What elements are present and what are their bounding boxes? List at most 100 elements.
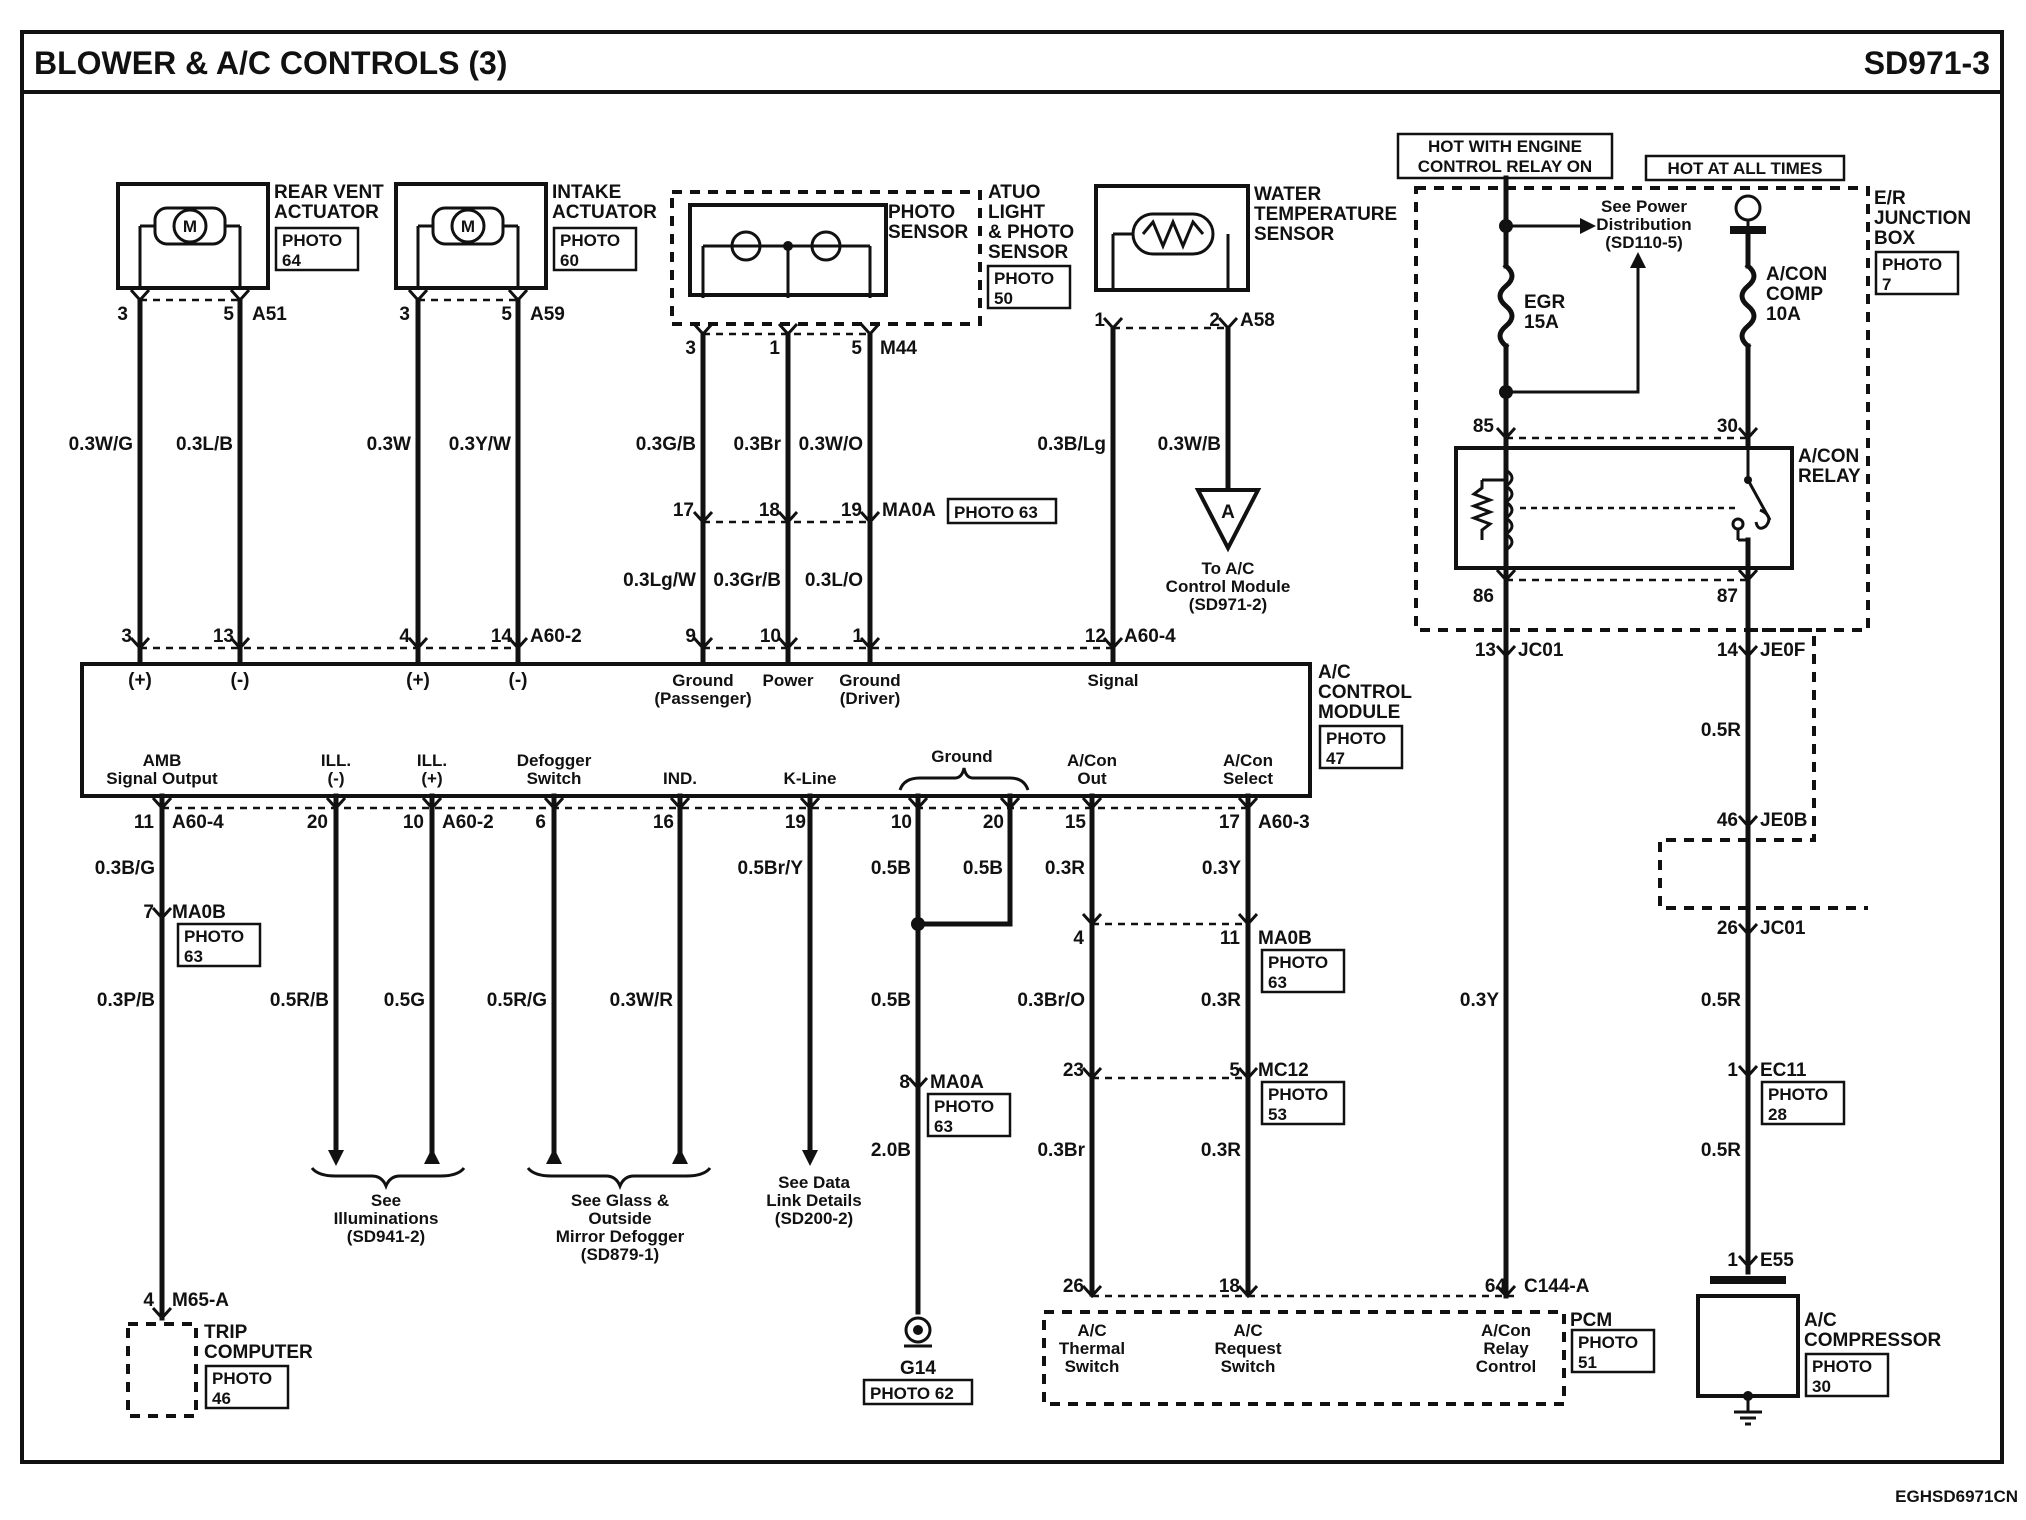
photo-sensor-name1: ATUO: [988, 182, 1040, 203]
pin-chevron: [907, 1076, 929, 1091]
connector-m44: 3 1 5 M44: [685, 338, 917, 359]
m44-pin-3: 3: [685, 338, 696, 359]
wire-2.0b: 2.0B: [871, 1140, 911, 1161]
svg-text:M: M: [461, 217, 475, 236]
module-defogger: Defogger: [517, 751, 592, 770]
pin-chevron: [1102, 316, 1124, 331]
photo-sensor-label1: PHOTO: [888, 202, 955, 223]
water-temp-name2: TEMPERATURE: [1254, 204, 1397, 225]
bottom-wires: [159, 793, 1251, 1321]
pin-chevron: [859, 510, 881, 525]
jc01-mid-label: JC01: [1760, 918, 1806, 939]
connector-ec11: 1 EC11 PHOTO 28: [1727, 1060, 1846, 1126]
pcm-thermal-1: A/C: [1077, 1321, 1106, 1340]
module-photo-number: 47: [1326, 749, 1345, 768]
see-data-1: See Data: [778, 1173, 850, 1192]
pcm-thermal-3: Switch: [1065, 1357, 1120, 1376]
photo-sensor: PHOTO SENSOR ATUO LIGHT & PHOTO SENSOR P…: [670, 182, 1074, 326]
ec11-photo-label: PHOTO: [1768, 1085, 1828, 1104]
e55-label: E55: [1760, 1250, 1794, 1271]
wire-0.3g-b: 0.3G/B: [636, 434, 696, 455]
pin-chevron: [1081, 1066, 1103, 1081]
module-acon-select: A/Con: [1223, 751, 1273, 770]
wire-0.3b-lg: 0.3B/Lg: [1037, 434, 1106, 455]
pin-chevron: [507, 636, 529, 651]
pin-chevron: [1217, 316, 1239, 331]
photo-sensor-label2: SENSOR: [888, 222, 969, 243]
module-plus-2: (+): [406, 670, 430, 691]
see-ill-2: Illuminations: [334, 1209, 439, 1228]
wire-0.3y-pcm: 0.3Y: [1460, 990, 1499, 1011]
see-power-1: See Power: [1601, 197, 1687, 216]
relay-pin-85: 85: [1473, 416, 1495, 437]
module-ill-pos: ILL.: [417, 751, 447, 770]
wire-0.3w-b: 0.3W/B: [1158, 434, 1221, 455]
to-ac-control-module-ref: A To A/C Control Module (SD971-2): [1166, 488, 1290, 614]
water-temperature-sensor: WATER TEMPERATURE SENSOR: [1094, 184, 1397, 292]
pin-chevron: [1237, 796, 1259, 811]
ec11-photo-number: 28: [1768, 1105, 1787, 1124]
pcm-connector: C144-A: [1524, 1276, 1590, 1297]
compressor-photo-label: PHOTO: [1812, 1357, 1872, 1376]
connector-pin-markers: [129, 288, 1759, 1321]
a51-pin-5: 5: [223, 304, 234, 325]
module-signal-output: Signal Output: [106, 769, 218, 788]
module-acon-out: A/Con: [1067, 751, 1117, 770]
pin-chevron: [859, 322, 881, 337]
ground-g14-label: G14: [900, 1358, 936, 1379]
wire-0.3y-sel: 0.3Y: [1202, 858, 1241, 879]
a604-pin-12: 12: [1085, 626, 1106, 647]
rear-vent-name1: REAR VENT: [274, 182, 384, 203]
pcm-relay-2: Relay: [1483, 1339, 1529, 1358]
e55-pin: 1: [1727, 1250, 1738, 1271]
pin-chevron: [1495, 644, 1517, 659]
ma0a-low-pin: 8: [899, 1072, 910, 1093]
ac-compressor: 1 E55 A/C COMPRESSOR PHOTO 30: [1696, 1215, 1942, 1426]
junction-name3: BOX: [1874, 228, 1916, 249]
pin-chevron: [1737, 1254, 1759, 1269]
ma0b-right-photo-number: 63: [1268, 973, 1287, 992]
intake-photo-number: 60: [560, 251, 579, 270]
photo-sensor-name3: & PHOTO: [988, 222, 1074, 243]
pin-chevron: [407, 288, 429, 303]
module-ground-driver-2: (Driver): [840, 689, 900, 708]
top-wires: [137, 297, 1231, 667]
pcm-request-1: A/C: [1233, 1321, 1262, 1340]
ma0a-low-label: MA0A: [930, 1072, 984, 1093]
diagram-title: BLOWER & A/C CONTROLS (3): [34, 45, 507, 81]
photo-sensor-photo-label: PHOTO: [994, 269, 1054, 288]
wire-0.5br-y: 0.5Br/Y: [738, 858, 804, 879]
svg-text:M: M: [183, 217, 197, 236]
m44-pin-5: 5: [851, 338, 862, 359]
intake-photo-label: PHOTO: [560, 231, 620, 250]
to-module-line3: (SD971-2): [1189, 595, 1267, 614]
pin-chevron: [1081, 796, 1103, 811]
module-minus-1: (-): [231, 670, 250, 691]
a604-pin-1: 1: [852, 626, 863, 647]
a604-pin-9: 9: [685, 626, 696, 647]
hot-all-times: HOT AT ALL TIMES: [1668, 159, 1823, 178]
ground-photo: PHOTO 62: [870, 1384, 954, 1403]
je0b-label: JE0B: [1760, 810, 1808, 831]
pin-chevron: [1495, 1284, 1517, 1299]
see-glass-3: Mirror Defogger: [556, 1227, 685, 1246]
a51-pin-3: 3: [117, 304, 128, 325]
pin-chevron: [1081, 912, 1103, 927]
wire-0.5r-1: 0.5R: [1701, 720, 1741, 741]
a59-pin-3: 3: [399, 304, 410, 325]
module-amb: AMB: [143, 751, 182, 770]
pin-chevron: [229, 636, 251, 651]
module-name1: A/C: [1318, 662, 1351, 683]
a58-pin-2: 2: [1209, 310, 1220, 331]
rear-vent-photo-label: PHOTO: [282, 231, 342, 250]
photo-sensor-name2: LIGHT: [988, 202, 1045, 223]
pin-chevron: [151, 906, 173, 921]
relay-pin-87: 87: [1717, 586, 1738, 607]
module-acon-out-2: Out: [1077, 769, 1107, 788]
a59-label: A59: [530, 304, 565, 325]
pcm-pin-18: 18: [1219, 1276, 1240, 1297]
pin-chevron: [1237, 1066, 1259, 1081]
module-photo-label: PHOTO: [1326, 729, 1386, 748]
junction-name1: E/R: [1874, 188, 1906, 209]
